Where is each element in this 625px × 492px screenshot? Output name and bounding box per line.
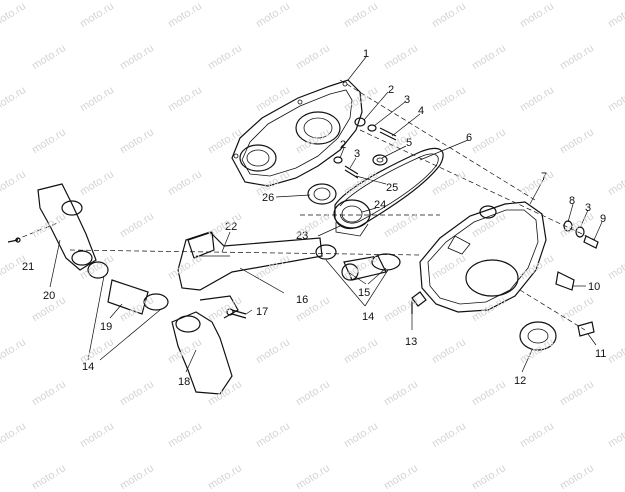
plate-part <box>577 321 595 337</box>
callout-21: 21 <box>22 261 34 273</box>
callout-16: 16 <box>296 294 308 306</box>
leader-lines <box>49 56 603 373</box>
intake-duct-part <box>177 231 323 291</box>
callout-11: 11 <box>595 348 606 360</box>
duct-clamp-part <box>315 244 401 281</box>
callout-18: 18 <box>178 376 190 388</box>
callout-26: 26 <box>262 192 274 204</box>
callout-25: 25 <box>386 182 398 194</box>
callout-3b: 3 <box>585 202 591 214</box>
callout-12: 12 <box>514 375 526 387</box>
duct-bracket-part <box>187 231 215 259</box>
outer-cover-part <box>411 201 547 313</box>
alignment-lines <box>14 79 596 331</box>
inner-cover-part <box>231 79 363 187</box>
exploded-view-drawing: 1 2 3 4 5 6 7 8 3 9 2 3 25 26 24 23 22 2… <box>7 48 606 395</box>
drive-belt-part <box>334 147 444 230</box>
callout-20: 20 <box>43 290 55 302</box>
hose-part <box>87 261 169 315</box>
callout-9: 9 <box>600 213 606 225</box>
callout-22: 22 <box>225 221 237 233</box>
callout-3c: 3 <box>354 148 360 160</box>
callout-19: 19 <box>100 321 112 333</box>
fasteners-group <box>333 117 397 179</box>
callout-14a: 14 <box>82 361 94 373</box>
callout-2b: 2 <box>340 139 346 151</box>
callout-10: 10 <box>588 281 600 293</box>
callout-4: 4 <box>418 105 424 117</box>
callout-6: 6 <box>466 132 472 144</box>
callout-7: 7 <box>541 171 547 183</box>
callout-3: 3 <box>404 94 410 106</box>
elbow-duct-part <box>37 183 97 271</box>
lower-duct-part <box>171 295 239 395</box>
callout-labels: 1 2 3 4 5 6 7 8 3 9 2 3 25 26 24 23 22 2… <box>22 48 606 388</box>
callout-2: 2 <box>388 84 394 96</box>
pin-part <box>7 237 21 243</box>
callout-14b: 14 <box>362 311 374 323</box>
bracket-part <box>555 271 575 291</box>
gasket-part <box>519 321 557 351</box>
callout-24: 24 <box>374 199 386 211</box>
callout-23: 23 <box>296 230 308 242</box>
hub-part <box>333 199 371 237</box>
callout-13: 13 <box>405 336 417 348</box>
callout-5: 5 <box>406 137 412 149</box>
callout-17: 17 <box>256 306 268 318</box>
seal-part <box>307 183 337 205</box>
callout-8: 8 <box>569 195 575 207</box>
callout-1: 1 <box>363 48 369 60</box>
callout-15: 15 <box>358 287 370 299</box>
